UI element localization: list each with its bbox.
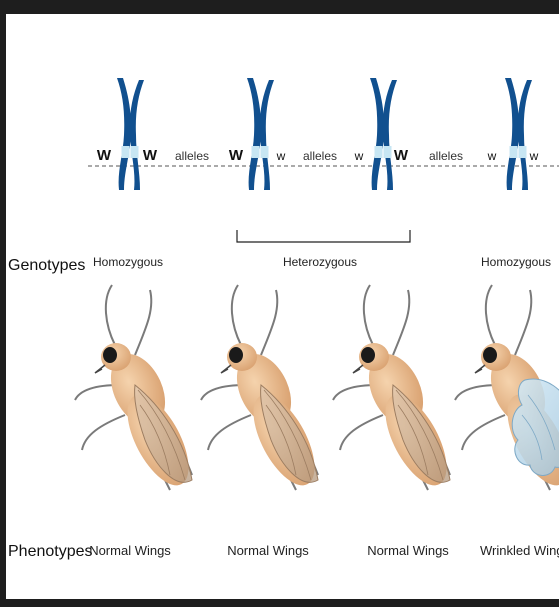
fruit-fly-wrinkled-icon (455, 285, 559, 494)
chromosome-icon (117, 78, 144, 190)
chromosome-icon (505, 78, 532, 190)
allele-label: w (276, 149, 286, 163)
fruit-fly-icon (333, 285, 459, 494)
allele-label: W (394, 147, 409, 164)
phenotype-label: Wrinkled Wings (480, 543, 559, 558)
chromosome-icon (247, 78, 274, 190)
phenotypes-row-label: Phenotypes (8, 543, 93, 560)
phenotype-label: Normal Wings (367, 543, 449, 558)
genotype-label: Homozygous (481, 255, 551, 269)
allele-label: w (529, 149, 539, 163)
genotype-label: Heterozygous (283, 255, 357, 269)
allele-label: W (97, 147, 112, 164)
allele-label: W (143, 147, 158, 164)
allele-label: w (354, 149, 364, 163)
genotype-label: Homozygous (93, 255, 163, 269)
genotypes-row-label: Genotypes (8, 257, 85, 274)
heterozygous-bracket (237, 230, 410, 242)
phenotype-label: Normal Wings (227, 543, 309, 558)
fruit-fly-icon (201, 285, 327, 494)
fruit-fly-icon (75, 285, 201, 494)
allele-label: W (229, 147, 244, 164)
allele-label: w (487, 149, 497, 163)
alleles-label: alleles (303, 149, 337, 163)
phenotype-label: Normal Wings (89, 543, 171, 558)
alleles-label: alleles (175, 149, 209, 163)
chromosome-icon (370, 78, 397, 190)
alleles-label: alleles (429, 149, 463, 163)
